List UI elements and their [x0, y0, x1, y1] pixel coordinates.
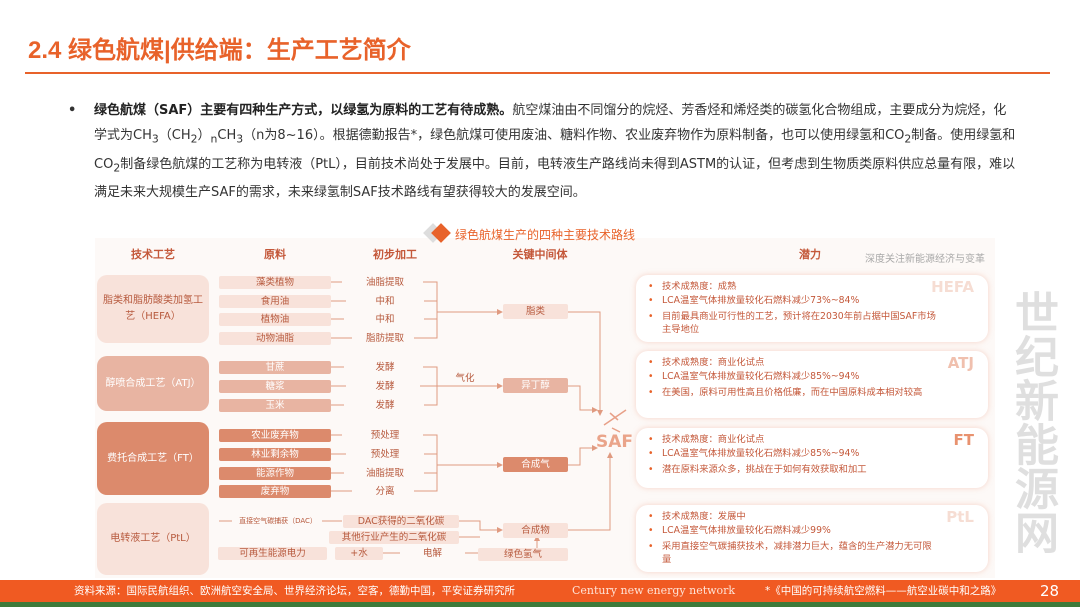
- intermediate-lipids: 脂类: [503, 304, 568, 319]
- raw-material: 藻类植物: [219, 276, 331, 289]
- water: +水: [335, 547, 383, 560]
- process-step: 中和: [375, 296, 395, 307]
- intro-text: （n为8~16）。根据德勤报告*，绿色航煤可使用废油、糖料作物、农业废弃物作为原…: [243, 128, 905, 143]
- subscript: 2: [190, 132, 198, 146]
- potential-card-ptl: PtL 技术成熟度：发展中LCA温室气体排放量较化石燃料减少99% 采用直接空气碳…: [636, 505, 988, 572]
- diagram-title: 绿色航煤生产的四种主要技术路线: [455, 228, 636, 242]
- electrolysis: 电解: [422, 548, 442, 559]
- header-mid: 关键中间体: [512, 248, 568, 261]
- intermediate-synthetic: 合成物: [503, 523, 568, 538]
- process-step: 发酵: [375, 400, 395, 411]
- industry-co2: 其他行业产生的二氧化碳: [329, 531, 459, 544]
- saf-label: SAF: [596, 432, 634, 452]
- potential-item: 技术成熟度：商业化试点: [648, 357, 938, 370]
- footer-bar: 资料来源：国际民航组织、欧洲航空安全局、世界经济论坛，空客，德勤中国，平安证券研…: [0, 580, 1080, 602]
- dac-co2: DAC获得的二氧化碳: [343, 515, 459, 528]
- process-step: 预处理: [370, 430, 400, 441]
- card-tag: HEFA: [931, 278, 974, 296]
- potential-item: 采用直接空气碳捕获技术，减排潜力巨大，蕴含的生产潜力无可限量: [648, 541, 938, 566]
- green-hydrogen: 绿色氢气: [478, 548, 568, 561]
- header-potential: 潜力: [799, 248, 821, 261]
- intermediate-isobutanol: 异丁醇: [503, 378, 568, 393]
- intro-paragraph: • 绿色航煤（SAF）主要有四种生产方式，以绿氢为原料的工艺有待成熟。航空煤油由…: [68, 98, 1018, 205]
- watermark-subtitle: 深度关注新能源经济与变革: [865, 254, 985, 265]
- potential-item: 技术成熟度：成熟: [648, 281, 938, 294]
- intermediate-syngas: 合成气: [503, 457, 568, 472]
- card-tag: PtL: [946, 508, 974, 526]
- process-step: 脂肪提取: [365, 333, 404, 344]
- subscript: 3: [151, 132, 159, 146]
- potential-item: 目前最具商业可行性的工艺，预计将在2030年前占据中国SAF市场主导地位: [648, 311, 938, 336]
- intro-text: 制备绿色航煤的工艺称为电转液（PtL），目前技术尚处于发展中。目前，电转液生产路…: [94, 156, 1016, 201]
- header-proc: 初步加工: [373, 248, 417, 261]
- intro-text: CH: [217, 128, 237, 143]
- tech-hefa: 脂类和脂肪酸类加氢工艺（HEFA）: [97, 275, 209, 343]
- raw-material: 甘蔗: [219, 361, 331, 374]
- raw-material: 农业废弃物: [219, 429, 331, 442]
- potential-item: 技术成熟度：发展中: [648, 511, 938, 524]
- intro-text: 制备。使用绿氢和CO: [94, 128, 1016, 172]
- renewable-power: 可再生能源电力: [218, 547, 327, 560]
- process-step: 分离: [375, 486, 395, 497]
- subscript: 2: [113, 161, 121, 175]
- subscript: n: [210, 132, 218, 146]
- source-note: 资料来源：国际民航组织、欧洲航空安全局、世界经济论坛，空客，德勤中国，平安证券研…: [74, 585, 515, 597]
- subscript: 3: [236, 132, 244, 146]
- raw-material: 植物油: [219, 313, 331, 326]
- intro-text: 航空煤油由不同馏分的烷烃、芳香烃和烯烃类的碳氢化合物组成，主要成分为烷烃，化学式…: [94, 103, 1007, 143]
- potential-item: 技术成熟度：商业化试点: [648, 434, 938, 447]
- intro-text: ）: [197, 128, 211, 143]
- page-title: 2.4 绿色航煤|供给端：生产工艺简介: [28, 37, 411, 64]
- card-tag: ATJ: [947, 354, 974, 372]
- potential-item: LCA温室气体排放量较化石燃料减少85%~94%: [648, 371, 938, 384]
- diagram-icon: [423, 223, 451, 243]
- subscript: 2: [904, 132, 912, 146]
- watermark-english: Century new energy network: [572, 584, 736, 597]
- airplane-icon: [603, 409, 627, 433]
- potential-item: LCA温室气体排放量较化石燃料减少99%: [648, 525, 938, 538]
- raw-material: 动物油脂: [219, 332, 331, 345]
- header-raw: 原料: [264, 248, 286, 261]
- potential-item: 潜在原料来源众多，挑战在于如何有效获取和加工: [648, 464, 938, 477]
- potential-card-ft: FT 技术成熟度：商业化试点LCA温室气体排放量较化石燃料减少85%~94% 潜在…: [636, 428, 988, 488]
- potential-item: LCA温室气体排放量较化石燃料减少85%~94%: [648, 448, 938, 461]
- potential-item: LCA温室气体排放量较化石燃料减少73%~84%: [648, 295, 938, 308]
- process-step: 发酵: [375, 362, 395, 373]
- tech-atj: 醇喷合成工艺（ATJ）: [97, 356, 209, 411]
- process-step: 发酵: [375, 381, 395, 392]
- raw-material: 玉米: [219, 399, 331, 412]
- raw-material: 废弃物: [219, 485, 331, 498]
- bottom-stripe: [0, 602, 1080, 607]
- potential-item: 在美国，原料可用性高且价格低廉，而在中国原料成本相对较高: [648, 387, 938, 400]
- header-tech: 技术工艺: [131, 248, 175, 261]
- card-tag: FT: [953, 431, 974, 449]
- intro-text: （CH: [158, 128, 191, 143]
- process-step: 油脂提取: [365, 468, 404, 479]
- raw-material: 林业剩余物: [219, 448, 331, 461]
- process-step: 预处理: [370, 449, 400, 460]
- dac-label: 直接空气碳捕获（DAC）: [239, 517, 317, 525]
- tech-ptl: 电转液工艺（PtL）: [97, 503, 209, 575]
- bullet: •: [68, 103, 77, 118]
- raw-material: 食用油: [219, 295, 331, 308]
- intro-lead: 绿色航煤（SAF）主要有四种生产方式，以绿氢为原料的工艺有待成熟。: [94, 103, 513, 118]
- potential-card-hefa: HEFA 技术成熟度：成熟LCA温室气体排放量较化石燃料减少73%~84% 目前最…: [636, 275, 988, 342]
- raw-material: 能源作物: [219, 467, 331, 480]
- process-step: 中和: [375, 314, 395, 325]
- raw-material: 糖浆: [219, 380, 331, 393]
- title-divider: [25, 72, 1050, 74]
- gasification-label: 气化: [455, 373, 475, 384]
- watermark: 世纪新能源网: [1007, 290, 1058, 554]
- footnote: *《中国的可持续航空燃料——航空业碳中和之路》: [765, 585, 1002, 597]
- potential-card-atj: ATJ 技术成熟度：商业化试点LCA温室气体排放量较化石燃料减少85%~94% 在…: [636, 351, 988, 418]
- tech-ft: 费托合成工艺（FT）: [97, 422, 209, 495]
- page-number: 28: [1040, 582, 1060, 600]
- process-step: 油脂提取: [365, 277, 404, 288]
